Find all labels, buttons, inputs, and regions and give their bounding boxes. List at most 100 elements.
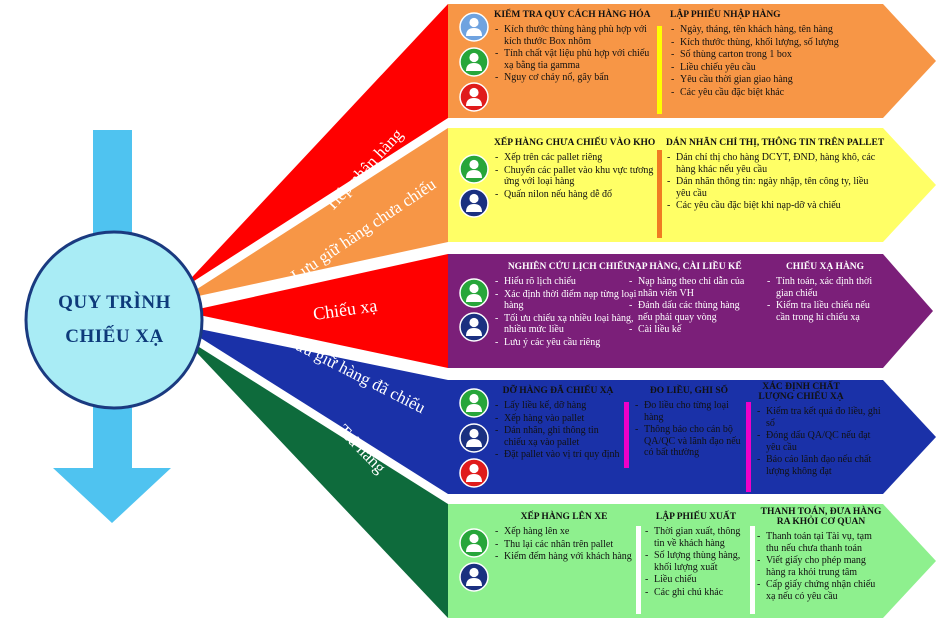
step-item: Cấp giấy chứng nhận chiếu xạ nếu có yêu … — [756, 579, 886, 602]
stage-ray-4 — [180, 325, 448, 494]
step-item: Chuyển các pallet vào khu vực tương ứng … — [494, 165, 654, 188]
step-title: ĐO LIỀU, GHI SỔ — [649, 386, 729, 396]
step-title: CHIẾU XẠ HÀNG — [785, 262, 865, 272]
step-item: Quấn nilon nếu hàng dễ đổ — [494, 189, 654, 201]
step-item: Xác định thời điểm nạp từng loại hàng — [494, 289, 644, 312]
center-title-line-1: QUY TRÌNH — [58, 291, 171, 313]
step-section: NGHIÊN CỨU LỊCH CHIẾU Hiểu rõ lịch chiếu… — [494, 262, 644, 349]
person-icon — [459, 47, 489, 77]
step-item: Đặt pallet vào vị trí quy định — [494, 449, 622, 461]
section-divider — [657, 150, 662, 238]
step-item: Kiểm đếm hàng với khách hàng — [494, 551, 634, 563]
person-icon — [459, 154, 489, 184]
step-item: Báo cáo lãnh đạo nếu chất lượng không đạ… — [756, 454, 884, 477]
center-circle — [24, 230, 204, 410]
step-section: DÁN NHÃN CHỈ THỊ, THÔNG TIN TRÊN PALLET … — [666, 138, 885, 213]
person-icon — [459, 458, 489, 488]
step-item: Kiểm tra kết quả đo liều, ghi sổ — [756, 406, 884, 429]
step-title: DÁN NHÃN CHỈ THỊ, THÔNG TIN TRÊN PALLET — [666, 138, 885, 148]
person-icon — [459, 188, 489, 218]
step-item: Đo liều cho từng loại hàng — [634, 400, 744, 423]
step-title: THANH TOÁN, ĐƯA HÀNG RA KHỎI CƠ QUAN — [760, 507, 882, 527]
step-item: Các yêu cầu đặc biệt khác — [670, 87, 880, 99]
step-item: Số lượng thùng hàng, khối lượng xuất — [644, 550, 748, 573]
step-item: Xếp hàng vào pallet — [494, 413, 622, 425]
step-item: Xếp trên các pallet riêng — [494, 152, 654, 164]
step-section: LẬP PHIẾU XUẤT Thời gian xuất, thông tin… — [644, 512, 748, 599]
step-section: NẠP HÀNG, CÀI LIỀU KẾ Nạp hàng theo chỉ … — [628, 262, 756, 337]
step-item: Lưu ý các yêu cầu riêng — [494, 337, 644, 349]
stage-band-5: XẾP HÀNG LÊN XE Xếp hàng lên xe Thu lại … — [448, 504, 936, 618]
step-item: Viết giấy cho phép mang hàng ra khỏi tru… — [756, 555, 886, 578]
step-item: Liều chiếu — [644, 574, 748, 586]
step-item: Cài liều kế — [628, 324, 756, 336]
step-title: NẠP HÀNG, CÀI LIỀU KẾ — [628, 262, 742, 272]
section-divider — [750, 526, 755, 614]
stage-band-1: KIỂM TRA QUY CÁCH HÀNG HÓA Kích thước th… — [448, 4, 936, 118]
step-title: LẬP PHIẾU NHẬP HÀNG — [670, 10, 781, 20]
step-section: DỠ HÀNG ĐÃ CHIẾU XẠ Lấy liều kế, dỡ hàng… — [494, 386, 622, 462]
step-item: Tính toán, xác định thời gian chiếu — [766, 276, 884, 299]
step-item: Lấy liều kế, dỡ hàng — [494, 400, 622, 412]
step-item: Ngày, tháng, tên khách hàng, tên hàng — [670, 24, 880, 36]
step-section: XÁC ĐỊNH CHẤT LƯỢNG CHIẾU XẠ Kiểm tra kế… — [756, 382, 884, 478]
stage-band-3: NGHIÊN CỨU LỊCH CHIẾU Hiểu rõ lịch chiếu… — [448, 254, 933, 368]
step-item: Hiểu rõ lịch chiếu — [494, 276, 644, 288]
step-title: XÁC ĐỊNH CHẤT LƯỢNG CHIẾU XẠ — [758, 382, 844, 402]
step-item: Kích thước thùng, khối lượng, số lượng — [670, 37, 880, 49]
step-item: Tối ưu chiếu xạ nhiều loại hàng, nhiều m… — [494, 313, 644, 336]
step-item: Đóng dấu QA/QC nếu đạt yêu cầu — [756, 430, 884, 453]
step-section: THANH TOÁN, ĐƯA HÀNG RA KHỎI CƠ QUAN Tha… — [756, 507, 886, 603]
step-section: KIỂM TRA QUY CÁCH HÀNG HÓA Kích thước th… — [494, 10, 654, 85]
step-item: Nguy cơ cháy nổ, gây bẩn — [494, 72, 654, 84]
step-item: Thời gian xuất, thông tin về khách hàng — [644, 526, 748, 549]
step-title: XẾP HÀNG LÊN XE — [520, 512, 608, 522]
step-item: Dán nhãn, ghi thông tin chiếu xạ vào pal… — [494, 425, 622, 448]
section-divider — [636, 526, 641, 614]
step-section: XẾP HÀNG LÊN XE Xếp hàng lên xe Thu lại … — [494, 512, 634, 564]
step-item: Thu lại các nhân trên pallet — [494, 539, 634, 551]
step-item: Nạp hàng theo chỉ dẫn của nhân viên VH — [628, 276, 756, 299]
step-item: Kiểm tra liều chiếu nếu cần trong hi chi… — [766, 300, 884, 323]
person-icon — [459, 562, 489, 592]
step-section: XẾP HÀNG CHƯA CHIẾU VÀO KHO Xếp trên các… — [494, 138, 656, 201]
step-item: Các yêu cầu đặc biệt khi nạp-dỡ và chiếu — [666, 200, 878, 212]
center-title-line-2: CHIẾU XẠ — [65, 325, 164, 347]
step-item: Thanh toán tại Tài vụ, tạm thu nếu chưa … — [756, 531, 886, 554]
step-item: Liều chiếu yêu cầu — [670, 62, 880, 74]
center-title: QUY TRÌNH CHIẾU XẠ — [27, 232, 202, 407]
step-item: Thông báo cho cán bộ QA/QC và lãnh đạo n… — [634, 424, 744, 459]
section-divider — [657, 26, 662, 114]
step-section: CHIẾU XẠ HÀNG Tính toán, xác định thời g… — [766, 262, 884, 324]
step-title: NGHIÊN CỨU LỊCH CHIẾU — [507, 262, 631, 272]
stage-ray-2 — [180, 128, 448, 300]
step-title: XẾP HÀNG CHƯA CHIẾU VÀO KHO — [494, 138, 656, 148]
step-title: LẬP PHIẾU XUẤT — [655, 512, 737, 522]
step-item: Dán nhãn thông tin: ngày nhập, tên công … — [666, 176, 878, 199]
step-item: Đánh dấu các thùng hàng nếu phải quay vò… — [628, 300, 756, 323]
section-divider — [746, 402, 751, 492]
stage-ray-1 — [180, 4, 448, 290]
person-icon — [459, 388, 489, 418]
person-icon — [459, 423, 489, 453]
step-item: Dán chỉ thị cho hàng DCYT, ĐND, hàng khô… — [666, 152, 878, 175]
step-item: Xếp hàng lên xe — [494, 526, 634, 538]
step-section: LẬP PHIẾU NHẬP HÀNG Ngày, tháng, tên khá… — [670, 10, 880, 99]
stage-band-4: DỠ HÀNG ĐÃ CHIẾU XẠ Lấy liều kế, dỡ hàng… — [448, 380, 936, 494]
step-item: Các ghi chú khác — [644, 587, 748, 599]
person-icon — [459, 12, 489, 42]
person-icon — [459, 528, 489, 558]
person-icon — [459, 312, 489, 342]
person-icon — [459, 278, 489, 308]
section-divider — [624, 402, 629, 468]
step-item: Yêu cầu thời gian giao hàng — [670, 74, 880, 86]
step-title: DỠ HÀNG ĐÃ CHIẾU XẠ — [502, 386, 614, 396]
stage-ray-5 — [180, 335, 448, 618]
stage-band-2: XẾP HÀNG CHƯA CHIẾU VÀO KHO Xếp trên các… — [448, 128, 936, 242]
person-icon — [459, 82, 489, 112]
step-item: Kích thước thùng hàng phù hợp với kích t… — [494, 24, 654, 47]
step-title: KIỂM TRA QUY CÁCH HÀNG HÓA — [494, 10, 651, 20]
stage-ray-3 — [185, 254, 448, 368]
